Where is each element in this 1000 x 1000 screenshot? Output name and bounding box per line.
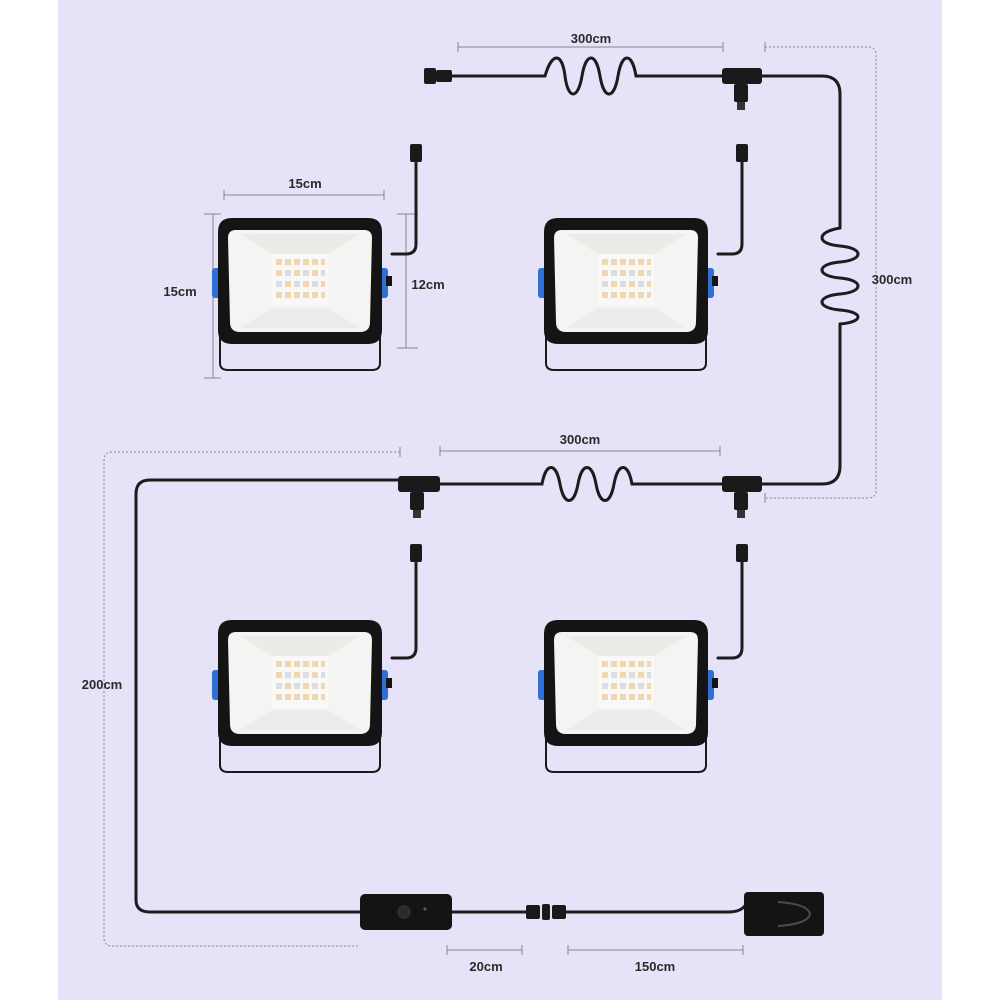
switch-cable-length-label: 20cm <box>469 959 502 974</box>
t-connector-icon <box>722 68 762 110</box>
panel-height-label: 12cm <box>411 277 444 292</box>
flood-light-3 <box>211 619 393 773</box>
flood-light-icon <box>211 619 393 773</box>
t-connector-icon <box>722 476 762 518</box>
background-panel <box>58 0 942 1000</box>
flood-light-icon <box>211 217 393 371</box>
dimension-lines <box>103 42 877 955</box>
switch-button-icon <box>397 905 411 919</box>
flood-light-1 <box>211 217 393 371</box>
middle-cable-length-label: 300cm <box>560 432 600 447</box>
light-plug-icon <box>410 144 422 162</box>
flood-light-icon <box>537 619 719 773</box>
power-adapter-icon <box>744 892 824 936</box>
inline-coupler-icon <box>526 904 566 920</box>
light-width-label: 15cm <box>288 176 321 191</box>
flood-light-4 <box>537 619 719 773</box>
light-height-label: 15cm <box>163 284 196 299</box>
t-connector-icon <box>398 476 440 518</box>
indicator-light-icon <box>423 907 427 911</box>
right-cable-length-label: 300cm <box>872 272 912 287</box>
left-cable-length-label: 200cm <box>82 677 122 692</box>
light-plug-icon <box>736 544 748 562</box>
flood-light-2 <box>537 217 719 371</box>
light-plug-icon <box>736 144 748 162</box>
switch-box <box>360 894 452 930</box>
top-cable-length-label: 300cm <box>571 31 611 46</box>
power-adapter <box>744 892 824 936</box>
flood-light-icon <box>537 217 719 371</box>
end-plug-icon <box>424 68 436 84</box>
light-plug-icon <box>410 544 422 562</box>
connectors <box>398 68 762 920</box>
adapter-cable-length-label: 150cm <box>635 959 675 974</box>
cables <box>134 56 860 914</box>
